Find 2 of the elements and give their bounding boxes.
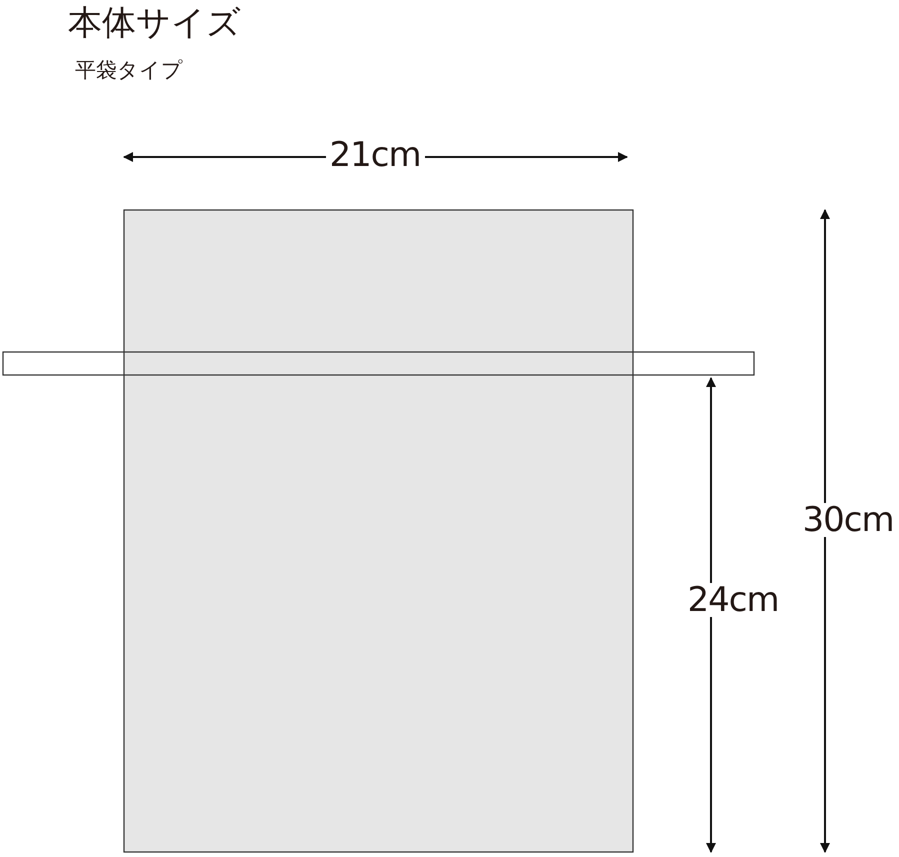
subtitle: 平袋タイプ [75,60,183,81]
title: 本体サイズ [68,6,241,40]
